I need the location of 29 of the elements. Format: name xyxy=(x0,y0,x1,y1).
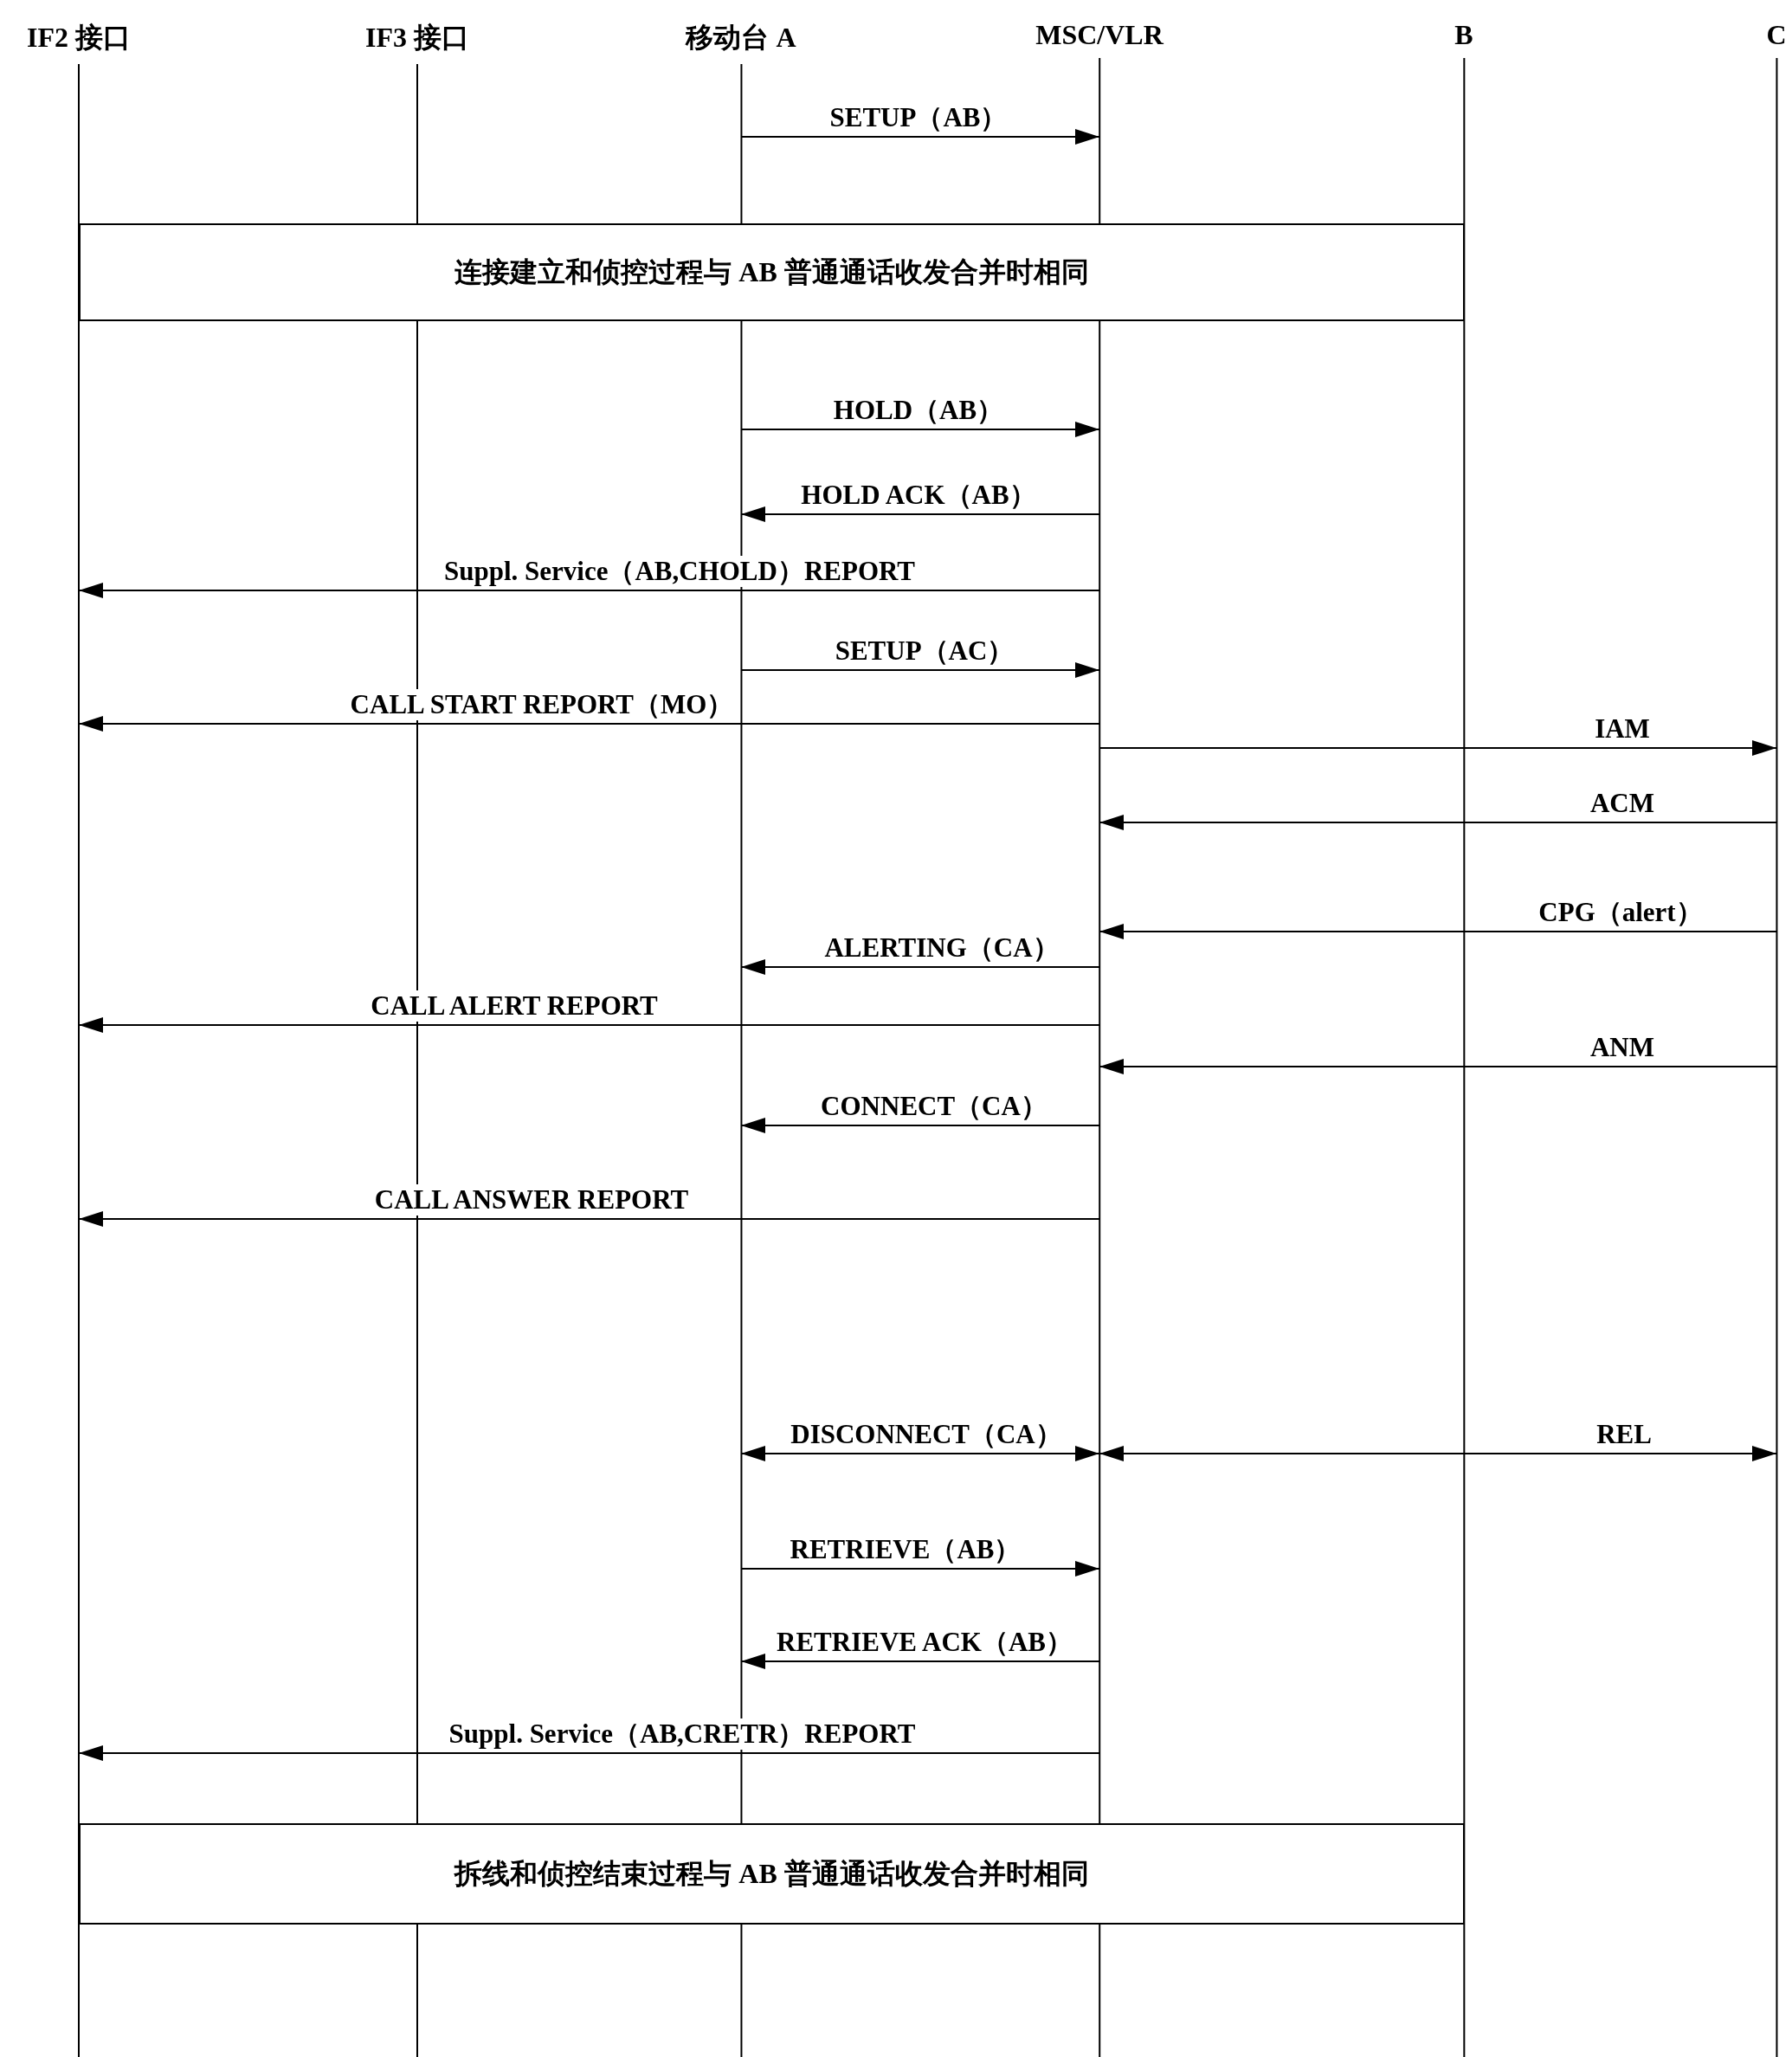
message-arrow xyxy=(740,1654,1100,1669)
message-arrow xyxy=(1099,924,1777,939)
message-arrow xyxy=(740,959,1100,975)
lifeline-header: IF2 接口 xyxy=(27,21,131,55)
message-arrow xyxy=(740,1446,1100,1461)
message-arrow xyxy=(78,583,1100,598)
message-arrow xyxy=(1099,740,1777,756)
message-arrow xyxy=(740,422,1100,437)
message-arrow xyxy=(78,1211,1100,1227)
lifeline-header: B xyxy=(1454,19,1473,51)
message-arrow xyxy=(1099,1059,1777,1074)
message-arrow xyxy=(740,506,1100,522)
message-arrow xyxy=(740,662,1100,678)
lifeline-header: MSC/VLR xyxy=(1035,19,1164,51)
message-arrow xyxy=(78,1017,1100,1033)
band-text: 连接建立和侦控过程与 AB 普通通话收发合并时相同 xyxy=(454,255,1089,289)
message-arrow xyxy=(740,1118,1100,1133)
message-arrow xyxy=(740,1561,1100,1577)
lifeline-header: C xyxy=(1766,19,1787,51)
message-arrow xyxy=(78,1745,1100,1761)
lifeline-header: 移动台 A xyxy=(686,21,796,55)
process-band xyxy=(79,1823,1465,1925)
band-text: 拆线和侦控结束过程与 AB 普通通话收发合并时相同 xyxy=(454,1856,1089,1891)
message-arrow xyxy=(1099,815,1777,830)
message-arrow xyxy=(1099,1446,1777,1461)
lifeline-header: IF3 接口 xyxy=(365,21,469,55)
message-arrow xyxy=(740,129,1100,145)
message-arrow xyxy=(78,716,1100,732)
process-band xyxy=(79,223,1465,321)
